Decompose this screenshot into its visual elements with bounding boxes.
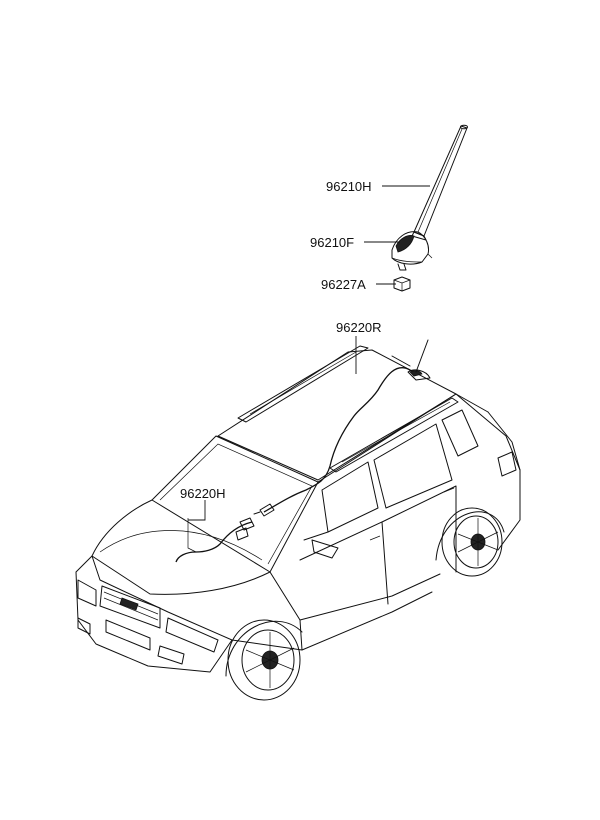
leader-lines (188, 185, 430, 521)
label-96220R: 96220R (336, 320, 382, 335)
antenna-nut (393, 276, 411, 292)
label-96227A: 96227A (321, 277, 366, 292)
label-96220H: 96220H (180, 486, 226, 501)
label-96210H: 96210H (326, 179, 372, 194)
roof-antenna (391, 339, 431, 381)
label-96210F: 96210F (310, 235, 354, 250)
antenna-mast (411, 124, 468, 241)
car-body (75, 345, 521, 701)
roof-cable (253, 367, 411, 517)
front-cable (175, 517, 255, 563)
antenna-base (391, 231, 433, 271)
